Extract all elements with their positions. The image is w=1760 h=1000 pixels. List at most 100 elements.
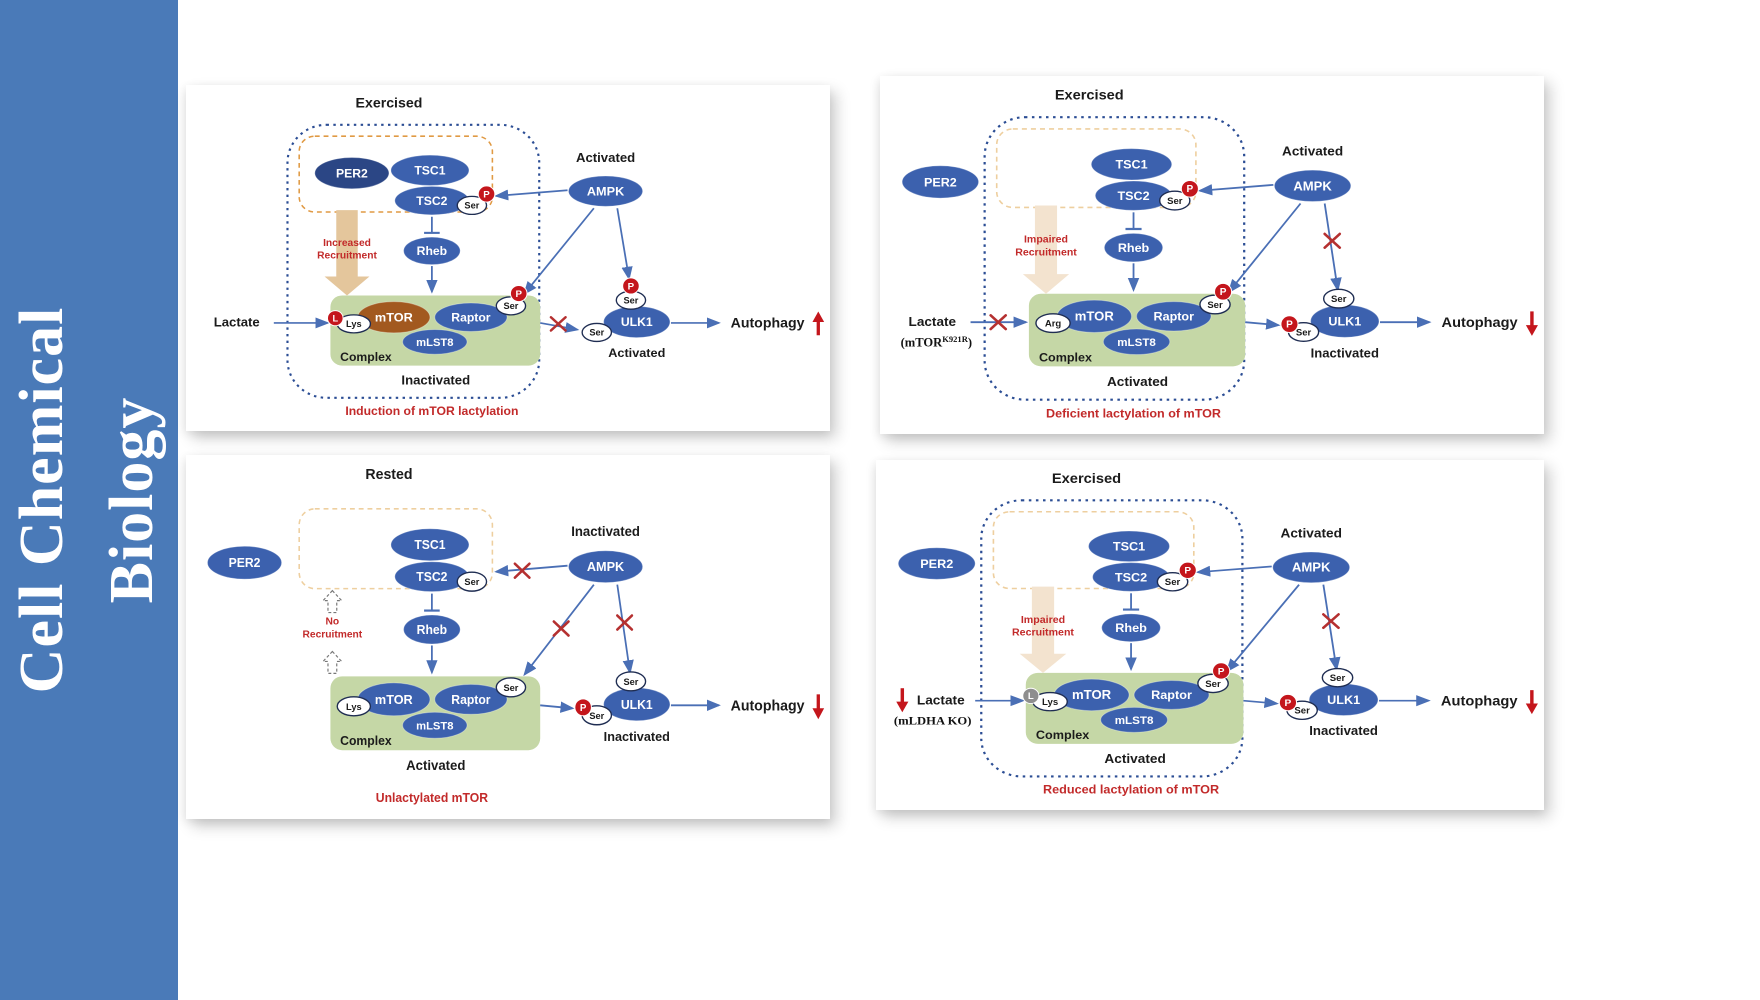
autophagy-direction-arrow-head <box>1525 703 1538 715</box>
ampk-to-tsc2-arrow <box>494 189 568 201</box>
raptor-node-label: Raptor <box>1151 689 1192 703</box>
mlst8-node-label: mLST8 <box>1115 715 1154 727</box>
ampk-to-tsc2-arrow <box>1197 183 1274 196</box>
mtor-node-label: mTOR <box>1072 688 1111 703</box>
rheb-node-shape <box>1101 613 1161 643</box>
tsc2-phospho-mark-label: P <box>1187 184 1194 195</box>
raptor-phospho-mark-label: P <box>515 289 522 300</box>
recruitment-line2: Recruitment <box>1012 628 1075 639</box>
complex-label: Complex <box>340 734 392 748</box>
complex-state-label: Activated <box>1107 374 1168 389</box>
autophagy-label: Autophagy <box>1441 694 1518 710</box>
pathway-outer-dotted-border <box>983 116 1246 401</box>
raptor-ser-site-label: Ser <box>503 301 518 311</box>
ampk-to-tsc2-arrow <box>494 564 568 577</box>
recruitment-arrow <box>1019 586 1067 673</box>
per2-node-label: PER2 <box>229 556 261 570</box>
mtor-ulk1-blocked-cross-stroke2 <box>549 316 567 332</box>
rheb-node-label: Rheb <box>1115 621 1147 635</box>
complex-state-label: Activated <box>406 758 465 773</box>
tspan: K921R <box>942 334 969 344</box>
ampk-ulk1-blocked-cross <box>616 614 634 631</box>
rheb-node-shape <box>403 236 461 266</box>
recruitment-line2: Recruitment <box>303 629 363 640</box>
ulk1-top-ser-site-shape <box>1322 288 1355 309</box>
autophagy-direction-arrow-head <box>812 311 825 322</box>
lactylation-site-shape <box>1035 313 1071 334</box>
ulk1-state-label: Inactivated <box>604 729 670 744</box>
tsc2-ser-site-label: Ser <box>1165 577 1181 587</box>
per2-node-shape <box>206 545 283 580</box>
tsc2-ser-site-label: Ser <box>464 577 479 587</box>
complex-label: Complex <box>1036 728 1090 742</box>
raptor-ser-site-shape <box>495 677 527 698</box>
lactylation-site-label: Arg <box>1045 318 1062 329</box>
lactate-label: Lactate <box>909 314 957 329</box>
ampk-to-raptor-arrow <box>1227 202 1302 294</box>
autophagy-label: Autophagy <box>1442 315 1518 331</box>
per2-node-shape <box>314 157 390 190</box>
autophagy-direction-arrow-head <box>812 708 825 720</box>
raptor-phospho-mark <box>1212 662 1231 680</box>
ampk-to-ulk1-arrow <box>1323 203 1342 292</box>
raptor-node-label: Raptor <box>1154 310 1195 324</box>
ampk-to-ulk1-arrow <box>616 584 634 675</box>
ulk1-left-phospho-mark-label: P <box>1286 320 1293 331</box>
ulk1-state-label: Inactivated <box>1309 724 1378 739</box>
ulk1-top-phospho-mark-label: P <box>628 281 635 292</box>
ampk-to-raptor-arrow <box>1225 584 1300 673</box>
ulk1-top-ser-site-label: Ser <box>623 296 638 306</box>
panel-caption: Reduced lactylation of mTOR <box>1043 783 1219 797</box>
complex-to-ulk1-arrow <box>1243 696 1279 708</box>
ampk-node-label: AMPK <box>587 559 625 574</box>
ampk-node-shape <box>1273 169 1352 203</box>
ulk1-node-label: ULK1 <box>1328 315 1361 329</box>
pathway-outer-dotted-border <box>286 123 541 399</box>
complex-to-ulk1-arrow <box>1245 318 1281 330</box>
tsc1-node-label: TSC1 <box>414 538 445 552</box>
tsc2-node-label: TSC2 <box>416 194 447 208</box>
no-recruitment-dashed-arrow <box>321 650 343 674</box>
raptor-node-shape <box>1133 680 1210 710</box>
mlst8-node-label: mLST8 <box>416 721 453 733</box>
rheb-node-shape <box>403 614 461 645</box>
tsc1-node-label: TSC1 <box>1115 158 1147 172</box>
complex-state-label: Activated <box>1104 751 1165 766</box>
ampk-node-shape <box>1272 551 1351 584</box>
ulk1-top-ser-site-shape <box>1321 667 1354 688</box>
rheb-node-label: Rheb <box>1118 241 1150 255</box>
rheb-node-shape <box>1103 232 1164 263</box>
tspan: ) <box>968 336 972 350</box>
complex-state-label: Inactivated <box>401 373 470 388</box>
tspan: (mLDHA KO) <box>894 714 972 728</box>
raptor-node-label: Raptor <box>451 311 491 325</box>
ulk1-left-phospho-mark <box>574 698 592 717</box>
tsc1-node-label: TSC1 <box>1113 540 1145 554</box>
ampk-ulk1-blocked-cross <box>1322 613 1340 630</box>
lactate-blocked-cross-stroke2 <box>989 314 1008 331</box>
tsc2-node-label: TSC2 <box>416 570 447 584</box>
ulk1-left-ser-site-label: Ser <box>1294 706 1310 716</box>
ulk1-left-ser-site-label: Ser <box>589 328 604 338</box>
ampk-ulk1-blocked-cross-stroke2 <box>1322 613 1340 630</box>
tsc1-node-shape <box>1088 530 1171 563</box>
ampk-ulk1-blocked-cross-stroke2 <box>1323 232 1342 249</box>
mlst8-node-label: mLST8 <box>1117 337 1156 349</box>
ampk-state-label: Inactivated <box>571 524 640 539</box>
raptor-phospho-mark-label: P <box>1218 667 1225 678</box>
autophagy-direction-arrow-head <box>1525 325 1538 336</box>
tsc2-ser-site-shape <box>456 195 488 216</box>
tsc2-phospho-mark <box>1178 561 1197 579</box>
tsc2-phospho-mark <box>1180 179 1199 198</box>
rheb-node-label: Rheb <box>417 623 448 637</box>
journal-title-line2: Biology <box>98 396 166 604</box>
mlst8-node-shape <box>1102 328 1171 356</box>
ulk1-node-label: ULK1 <box>1327 693 1360 707</box>
journal-title: Cell Chemical Biology <box>0 60 181 940</box>
complex-label: Complex <box>340 350 392 364</box>
tsc2-ser-site-shape <box>1156 572 1189 592</box>
